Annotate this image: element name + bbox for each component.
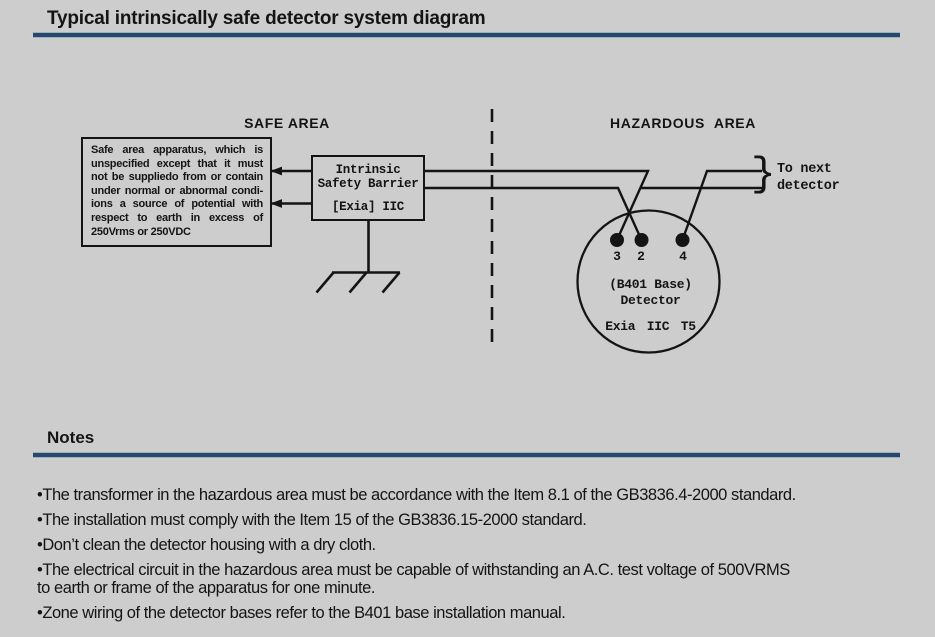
barrier-name-line: Safety Barrier bbox=[317, 176, 419, 191]
to-next-detector-label: To next detector bbox=[777, 162, 840, 194]
notes-list: •The transformer in the hazardous area m… bbox=[37, 486, 905, 629]
apparatus-text-line: respect to earth in excess of bbox=[91, 211, 263, 224]
page-title: Typical intrinsically safe detector syst… bbox=[47, 8, 486, 29]
note-item: •The installation must comply with the I… bbox=[37, 511, 587, 529]
wiring-diagram bbox=[270, 109, 762, 354]
apparatus-text-line: ions a source of potential with bbox=[91, 198, 263, 211]
detector-name-label: Detector bbox=[620, 293, 681, 308]
detector-labels: (B401 Base) Detector Exia IIC T5 bbox=[573, 277, 728, 335]
note-item: •The electrical circuit in the hazardous… bbox=[37, 561, 790, 597]
terminal-dots bbox=[610, 233, 690, 247]
barrier-name-line: Intrinsic bbox=[335, 163, 401, 177]
safe-area-apparatus-box: Safe area apparatus, which is unspecifie… bbox=[81, 137, 272, 247]
notes-heading: Notes bbox=[47, 428, 95, 447]
apparatus-text-line: 250Vrms or 250VDC bbox=[91, 225, 191, 238]
note-item: •Zone wiring of the detector bases refer… bbox=[37, 604, 566, 622]
barrier-type-label: [Exia] IIC bbox=[331, 200, 404, 214]
note-item: •Don’t clean the detector housing with a… bbox=[37, 536, 376, 554]
terminal-label-2: 2 bbox=[637, 249, 645, 264]
arrowhead-icons bbox=[270, 166, 282, 208]
note-item: •The transformer in the hazardous area m… bbox=[37, 486, 796, 504]
notes-rule bbox=[33, 452, 900, 458]
apparatus-text-line: under normal or abnormal condi- bbox=[91, 184, 263, 197]
terminal-label-3: 3 bbox=[613, 249, 621, 264]
terminal-label-4: 4 bbox=[679, 249, 687, 264]
detector-type-label: Exia IIC T5 bbox=[605, 319, 696, 334]
earth-ground-icon bbox=[315, 221, 401, 294]
title-rule bbox=[33, 32, 900, 38]
intrinsic-safety-barrier-box: Intrinsic Safety Barrier [Exia] IIC bbox=[311, 155, 425, 221]
detector-circle bbox=[576, 209, 721, 354]
hazardous-area-label: HAZARDOUS AREA bbox=[610, 115, 756, 131]
detector-base-label: (B401 Base) bbox=[609, 277, 692, 292]
apparatus-text-line: not be suppliedo from or contain bbox=[91, 171, 263, 184]
apparatus-text-line: Safe area apparatus, which is bbox=[91, 144, 263, 156]
brace-icon: } bbox=[751, 152, 776, 198]
safe-area-label: SAFE AREA bbox=[244, 115, 330, 131]
apparatus-text-line: unspecified except that it must bbox=[91, 157, 263, 170]
